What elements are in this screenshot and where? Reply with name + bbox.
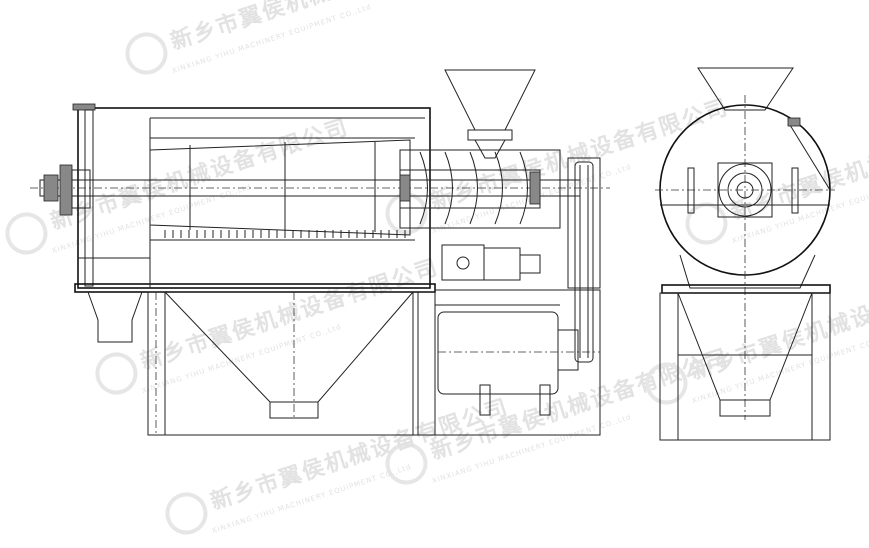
main-motor [437, 311, 559, 395]
screen-housing [77, 107, 431, 289]
screen-cage [149, 139, 411, 236]
side-elevation [655, 67, 835, 441]
gear-motor [441, 244, 485, 281]
v-belt [574, 161, 594, 363]
coarse-outlet [87, 291, 143, 343]
side-outlet [719, 399, 771, 417]
side-feed-hopper [697, 67, 794, 111]
screw-flight [419, 151, 528, 225]
fine-outlet [269, 401, 319, 419]
motor-frame [434, 289, 601, 436]
feed-hopper [444, 69, 536, 131]
front-elevation [30, 69, 610, 436]
